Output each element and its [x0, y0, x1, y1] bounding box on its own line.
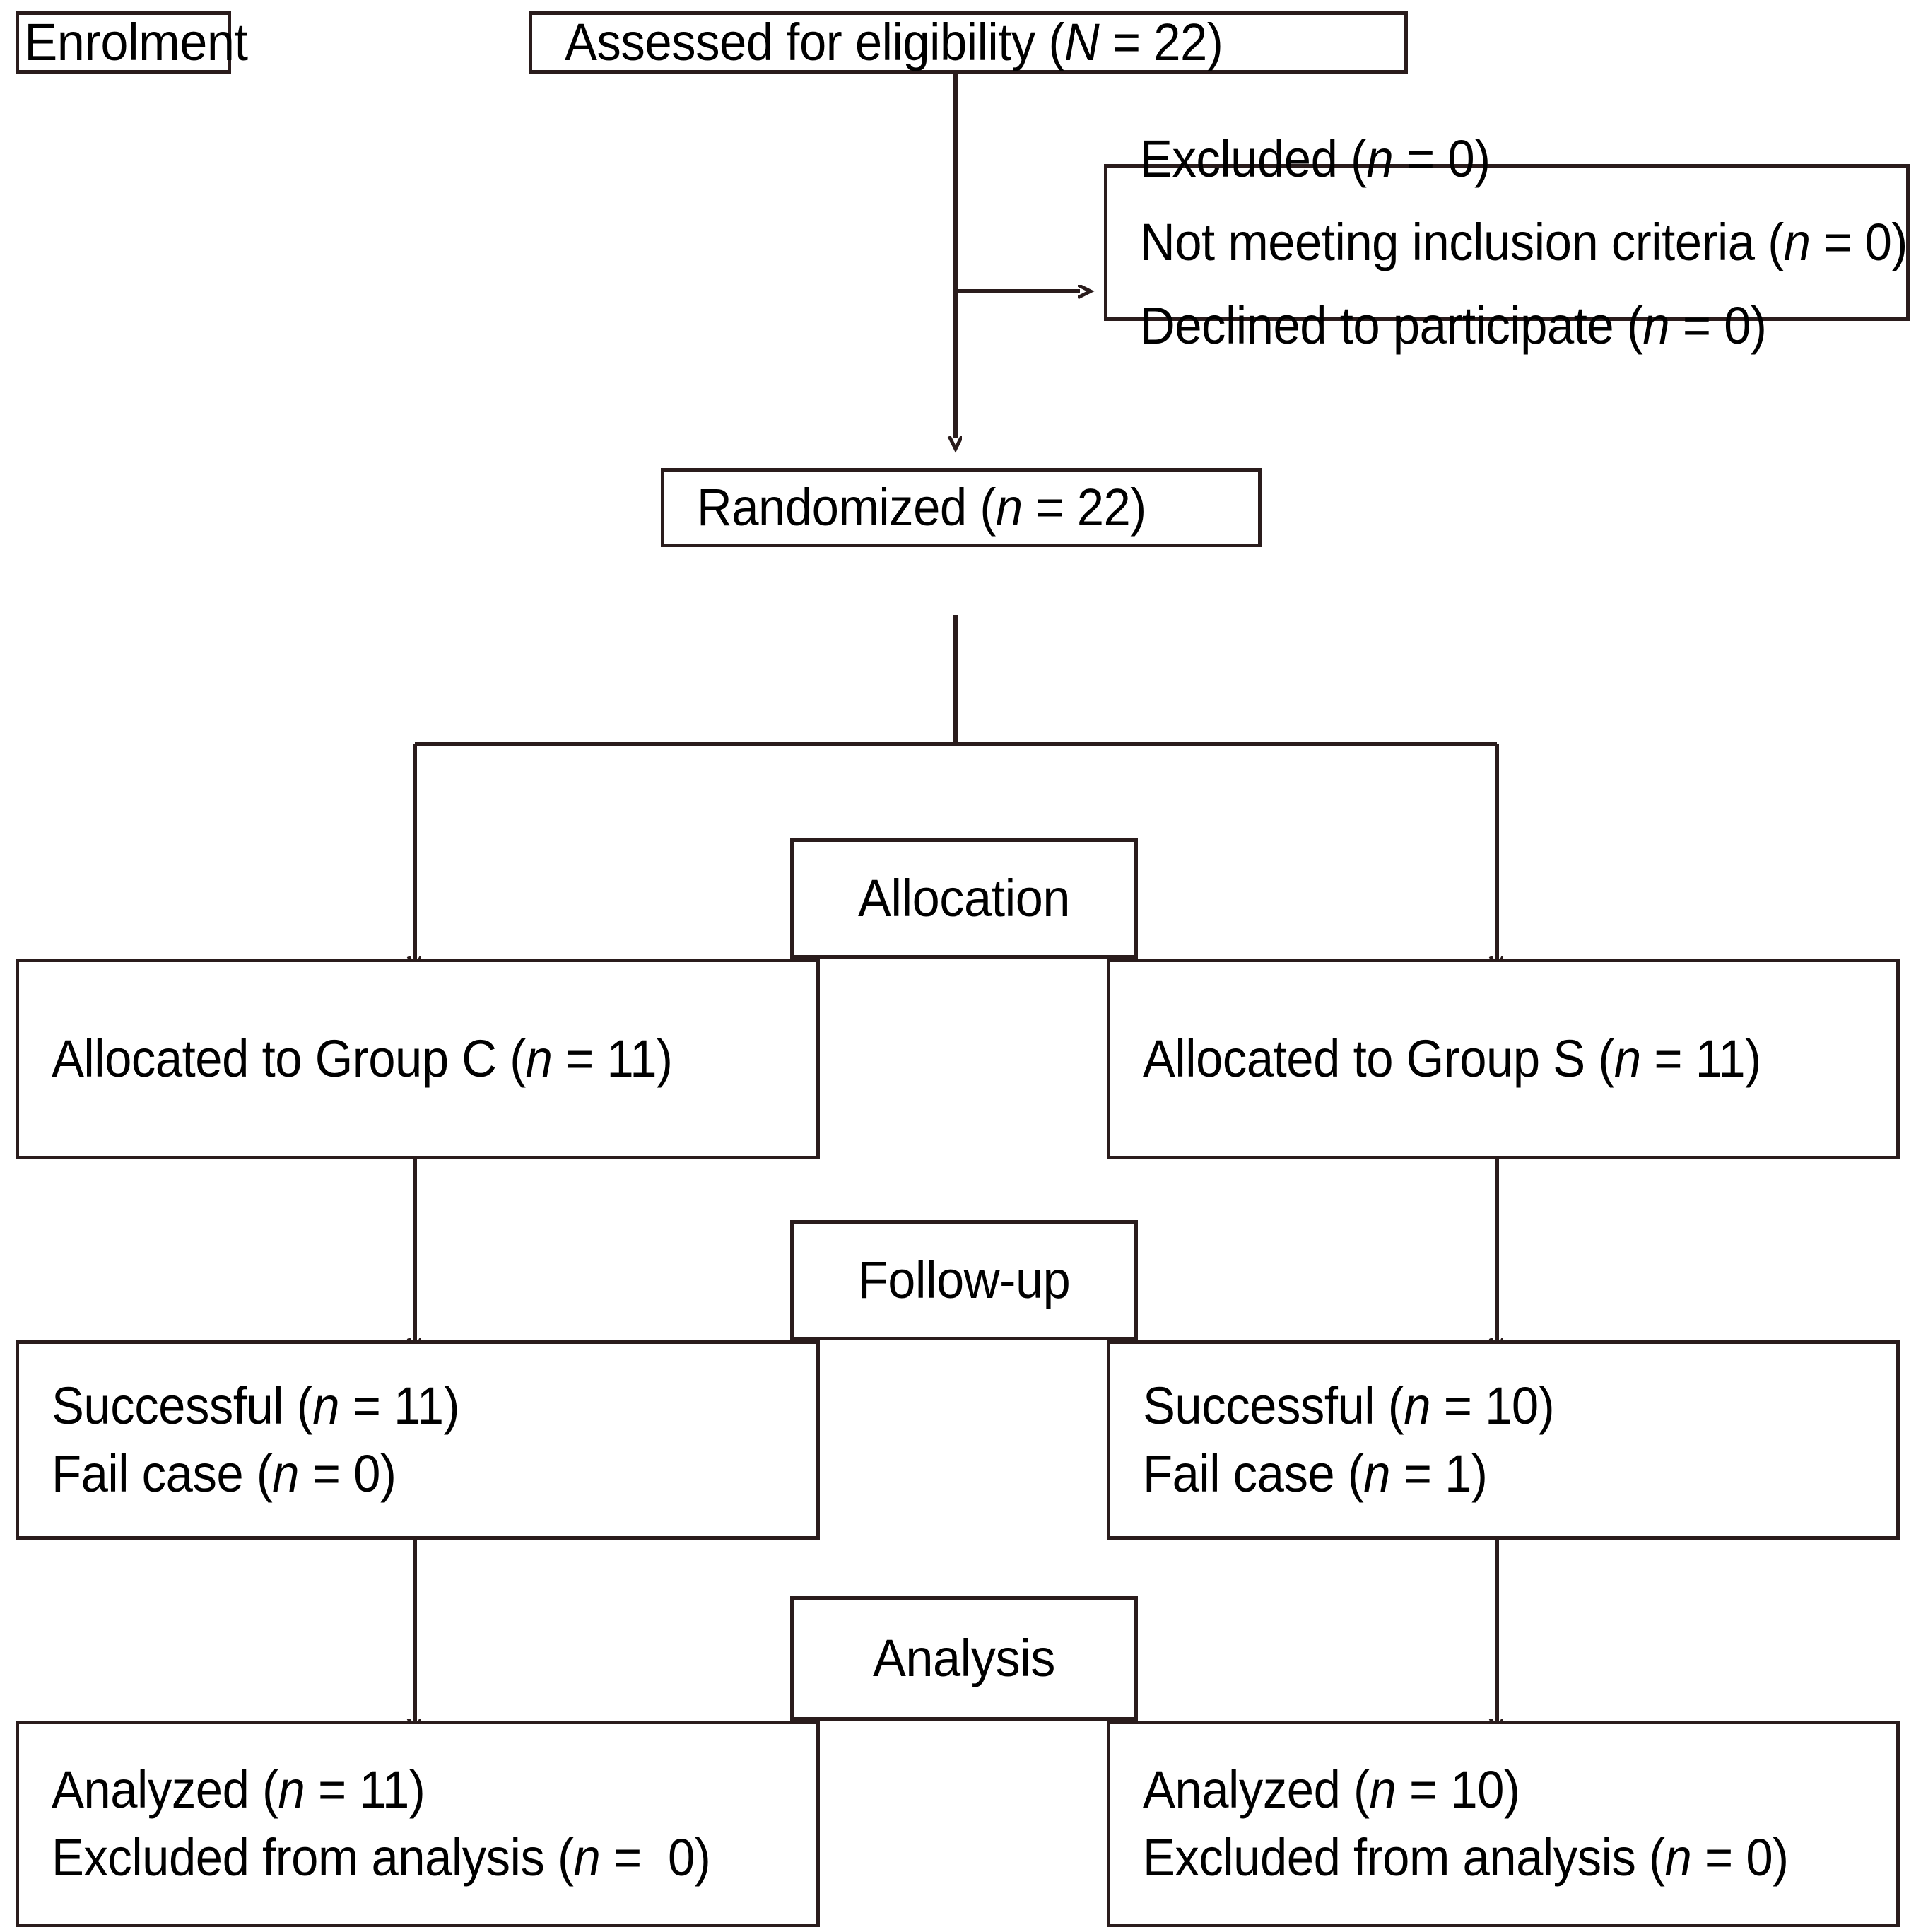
node-followup-group-s-line-2: Fail case (n = 1): [1143, 1440, 1828, 1508]
node-analyzed-group-s-line-1: Analyzed (n = 10): [1143, 1756, 1828, 1824]
node-excluded-line-3: Declined to participate (n = 0): [1140, 292, 1837, 360]
node-analyzed-group-s: Analyzed (n = 10) Excluded from analysis…: [1107, 1721, 1900, 1927]
assessed-suffix: = 22): [1099, 12, 1223, 71]
assessed-italic-N: N: [1064, 12, 1100, 71]
stage-label-analysis: Analysis: [790, 1596, 1138, 1721]
analysis-left-line-2-italic-n: n: [573, 1828, 601, 1887]
analysis-right-line-2-prefix: Excluded from analysis (: [1143, 1828, 1665, 1887]
followup-left-line-1-prefix: Successful (: [52, 1376, 313, 1435]
allocated-left-prefix: Allocated to Group C (: [52, 1029, 526, 1088]
excluded-line-2-italic-n: n: [1783, 212, 1811, 271]
analysis-left-line-1-italic-n: n: [278, 1760, 305, 1819]
node-allocated-group-s-text: Allocated to Group S (n = 11): [1143, 1025, 1828, 1093]
assessed-prefix: Assessed for eligibility (: [565, 12, 1064, 71]
randomized-prefix: Randomized (: [697, 477, 996, 537]
followup-right-line-1-prefix: Successful (: [1143, 1376, 1404, 1435]
analysis-left-line-2-suffix: = 0): [600, 1828, 711, 1887]
followup-right-line-2-italic-n: n: [1363, 1444, 1391, 1503]
followup-right-line-1-italic-n: n: [1404, 1376, 1431, 1435]
followup-right-line-2-suffix: = 1): [1390, 1444, 1488, 1503]
node-followup-group-s: Successful (n = 10) Fail case (n = 1): [1107, 1340, 1900, 1540]
excluded-line-2-prefix: Not meeting inclusion criteria (: [1140, 212, 1784, 271]
node-excluded-line-2: Not meeting inclusion criteria (n = 0): [1140, 209, 1908, 276]
allocated-right-prefix: Allocated to Group S (: [1143, 1029, 1614, 1088]
node-allocated-group-s: Allocated to Group S (n = 11): [1107, 959, 1900, 1159]
analysis-right-line-1-suffix: = 10): [1396, 1760, 1520, 1819]
followup-left-line-1-suffix: = 11): [339, 1376, 460, 1435]
excluded-line-2-suffix: = 0): [1810, 212, 1908, 271]
analysis-right-line-2-italic-n: n: [1664, 1828, 1692, 1887]
followup-right-line-1-suffix: = 10): [1430, 1376, 1555, 1435]
node-followup-group-c-line-2: Fail case (n = 0): [52, 1440, 747, 1508]
node-analyzed-group-c-line-1: Analyzed (n = 11): [52, 1756, 747, 1824]
excluded-line-3-suffix: = 0): [1669, 296, 1767, 356]
followup-left-line-2-italic-n: n: [272, 1444, 300, 1503]
node-followup-group-c-line-1: Successful (n = 11): [52, 1372, 747, 1440]
randomized-italic-n: n: [995, 477, 1023, 537]
excluded-line-3-italic-n: n: [1642, 296, 1670, 356]
allocated-left-suffix: = 11): [552, 1029, 673, 1088]
followup-right-line-2-prefix: Fail case (: [1143, 1444, 1364, 1503]
node-excluded: Excluded (n = 0) Not meeting inclusion c…: [1104, 129, 1910, 355]
stage-label-followup-text: Follow-up: [857, 1250, 1071, 1309]
node-assessed-for-eligibility: Assessed for eligibility (N = 22): [529, 11, 1408, 74]
excluded-line-3-prefix: Declined to participate (: [1140, 296, 1643, 356]
node-analyzed-group-c: Analyzed (n = 11) Excluded from analysis…: [16, 1721, 820, 1927]
allocated-right-italic-n: n: [1614, 1029, 1641, 1088]
stage-label-allocation: Allocation: [790, 838, 1138, 959]
analysis-left-line-1-prefix: Analyzed (: [52, 1760, 278, 1819]
node-randomized-text: Randomized (n = 22): [697, 474, 1203, 541]
stage-label-followup: Follow-up: [790, 1220, 1138, 1340]
node-randomized: Randomized (n = 22): [661, 468, 1262, 547]
stage-label-analysis-text: Analysis: [873, 1628, 1055, 1687]
node-assessed-for-eligibility-text: Assessed for eligibility (N = 22): [565, 8, 1330, 76]
analysis-left-line-1-suffix: = 11): [305, 1760, 425, 1819]
node-analyzed-group-s-line-2: Excluded from analysis (n = 0): [1143, 1824, 1828, 1892]
stage-label-allocation-text: Allocation: [857, 868, 1071, 927]
node-allocated-group-c: Allocated to Group C (n = 11): [16, 959, 820, 1159]
node-excluded-line-1: Excluded (n = 0): [1140, 125, 1837, 193]
allocated-left-italic-n: n: [525, 1029, 553, 1088]
analysis-right-line-1-italic-n: n: [1369, 1760, 1397, 1819]
node-allocated-group-c-text: Allocated to Group C (n = 11): [52, 1025, 747, 1093]
excluded-line-1-italic-n: n: [1366, 129, 1394, 188]
followup-left-line-1-italic-n: n: [312, 1376, 340, 1435]
analysis-right-line-1-prefix: Analyzed (: [1143, 1760, 1370, 1819]
analysis-left-line-2-prefix: Excluded from analysis (: [52, 1828, 574, 1887]
excluded-line-1-suffix: = 0): [1393, 129, 1491, 188]
followup-left-line-2-prefix: Fail case (: [52, 1444, 273, 1503]
randomized-suffix: = 22): [1022, 477, 1146, 537]
followup-left-line-2-suffix: = 0): [299, 1444, 396, 1503]
stage-label-enrolment: Enrolment: [16, 11, 248, 74]
node-followup-group-s-line-1: Successful (n = 10): [1143, 1372, 1828, 1440]
allocated-right-suffix: = 11): [1640, 1029, 1761, 1088]
excluded-line-1-prefix: Excluded (: [1140, 129, 1367, 188]
node-analyzed-group-c-line-2: Excluded from analysis (n = 0): [52, 1824, 747, 1892]
stage-label-enrolment-text: Enrolment: [24, 12, 248, 71]
analysis-right-line-2-suffix: = 0): [1691, 1828, 1789, 1887]
node-followup-group-c: Successful (n = 11) Fail case (n = 0): [16, 1340, 820, 1540]
